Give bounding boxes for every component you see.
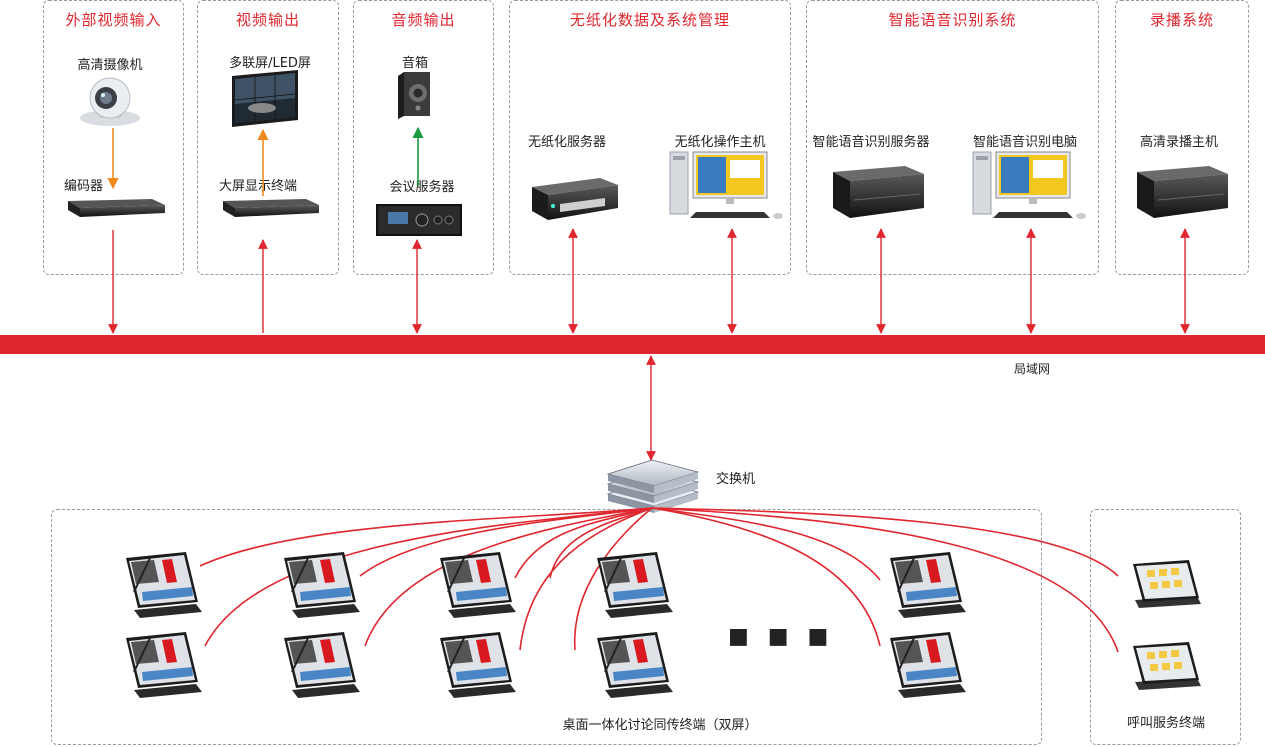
desk-terminal-icon	[126, 552, 202, 618]
recording-host-label: 高清录播主机	[1139, 135, 1219, 150]
call-service-label: 呼叫服务终端	[1126, 716, 1206, 731]
group-title: 音频输出	[391, 11, 456, 29]
speech-server-icon	[833, 166, 924, 218]
group-audio-output: 音频输出	[353, 0, 494, 275]
paperless-host-label: 无纸化操作主机	[674, 135, 766, 150]
desk-terminals-label: 桌面一体化讨论同传终端（双屏）	[562, 718, 758, 733]
desk-terminal-icon	[440, 632, 516, 698]
desk-terminal-icon	[126, 632, 202, 698]
camera-label: 高清摄像机	[77, 58, 143, 73]
switch-icon	[606, 459, 700, 513]
desk-terminal-icon	[284, 632, 360, 698]
big-screen-terminal-label: 大屏显示终端	[219, 179, 298, 194]
group-title: 录播系统	[1149, 11, 1214, 29]
group-call-service	[1090, 509, 1241, 745]
speaker-label: 音箱	[401, 56, 429, 71]
paperless-host-icon	[669, 151, 783, 219]
group-title: 智能语音识别系统	[888, 11, 1017, 29]
switch-label: 交换机	[716, 472, 756, 487]
lan-connectors	[108, 228, 1190, 461]
group-title: 无纸化数据及系统管理	[569, 11, 730, 29]
call-service-terminal-icon	[1133, 642, 1201, 690]
group-title: 视频输出	[235, 11, 300, 29]
big-screen-terminal-icon	[223, 199, 319, 217]
lan-label: 局域网	[1014, 362, 1051, 376]
encoder-icon	[68, 199, 165, 217]
encoder-label: 编码器	[64, 179, 104, 194]
group-speech-recognition: 智能语音识别系统	[806, 0, 1099, 275]
desk-terminal-icon	[890, 552, 966, 618]
call-service-terminal-icons	[1133, 560, 1201, 690]
conference-server-label: 会议服务器	[389, 180, 455, 195]
desk-terminal-icon	[890, 632, 966, 698]
recording-host-icon	[1137, 166, 1228, 218]
group-desk-terminals	[51, 509, 1042, 745]
terminal-cables	[199, 507, 1119, 653]
desk-terminal-icons	[126, 552, 966, 698]
speech-pc-label: 智能语音识别电脑	[972, 135, 1078, 150]
lan-bar	[0, 335, 1265, 354]
multi-screen-icon	[232, 70, 298, 127]
group-video-output: 视频输出	[197, 0, 339, 275]
desk-terminal-icon	[597, 632, 673, 698]
multi-screen-label: 多联屏/LED屏	[229, 56, 311, 71]
desk-terminal-icon	[284, 552, 360, 618]
desk-terminal-icon	[440, 552, 516, 618]
speech-pc-icon	[972, 151, 1086, 219]
paperless-server-icon	[532, 178, 618, 220]
desk-terminal-icon	[597, 552, 673, 618]
conference-server-icon	[376, 204, 462, 236]
camera-icon	[80, 77, 140, 126]
speech-server-label: 智能语音识别服务器	[812, 135, 930, 150]
paperless-server-label: 无纸化服务器	[527, 135, 607, 150]
speaker-icon	[398, 72, 430, 119]
ellipsis-marks: ■ ■ ■	[728, 624, 835, 649]
group-title: 外部视频输入	[65, 11, 162, 29]
call-service-terminal-icon	[1133, 560, 1201, 608]
group-paperless: 无纸化数据及系统管理	[509, 0, 791, 275]
